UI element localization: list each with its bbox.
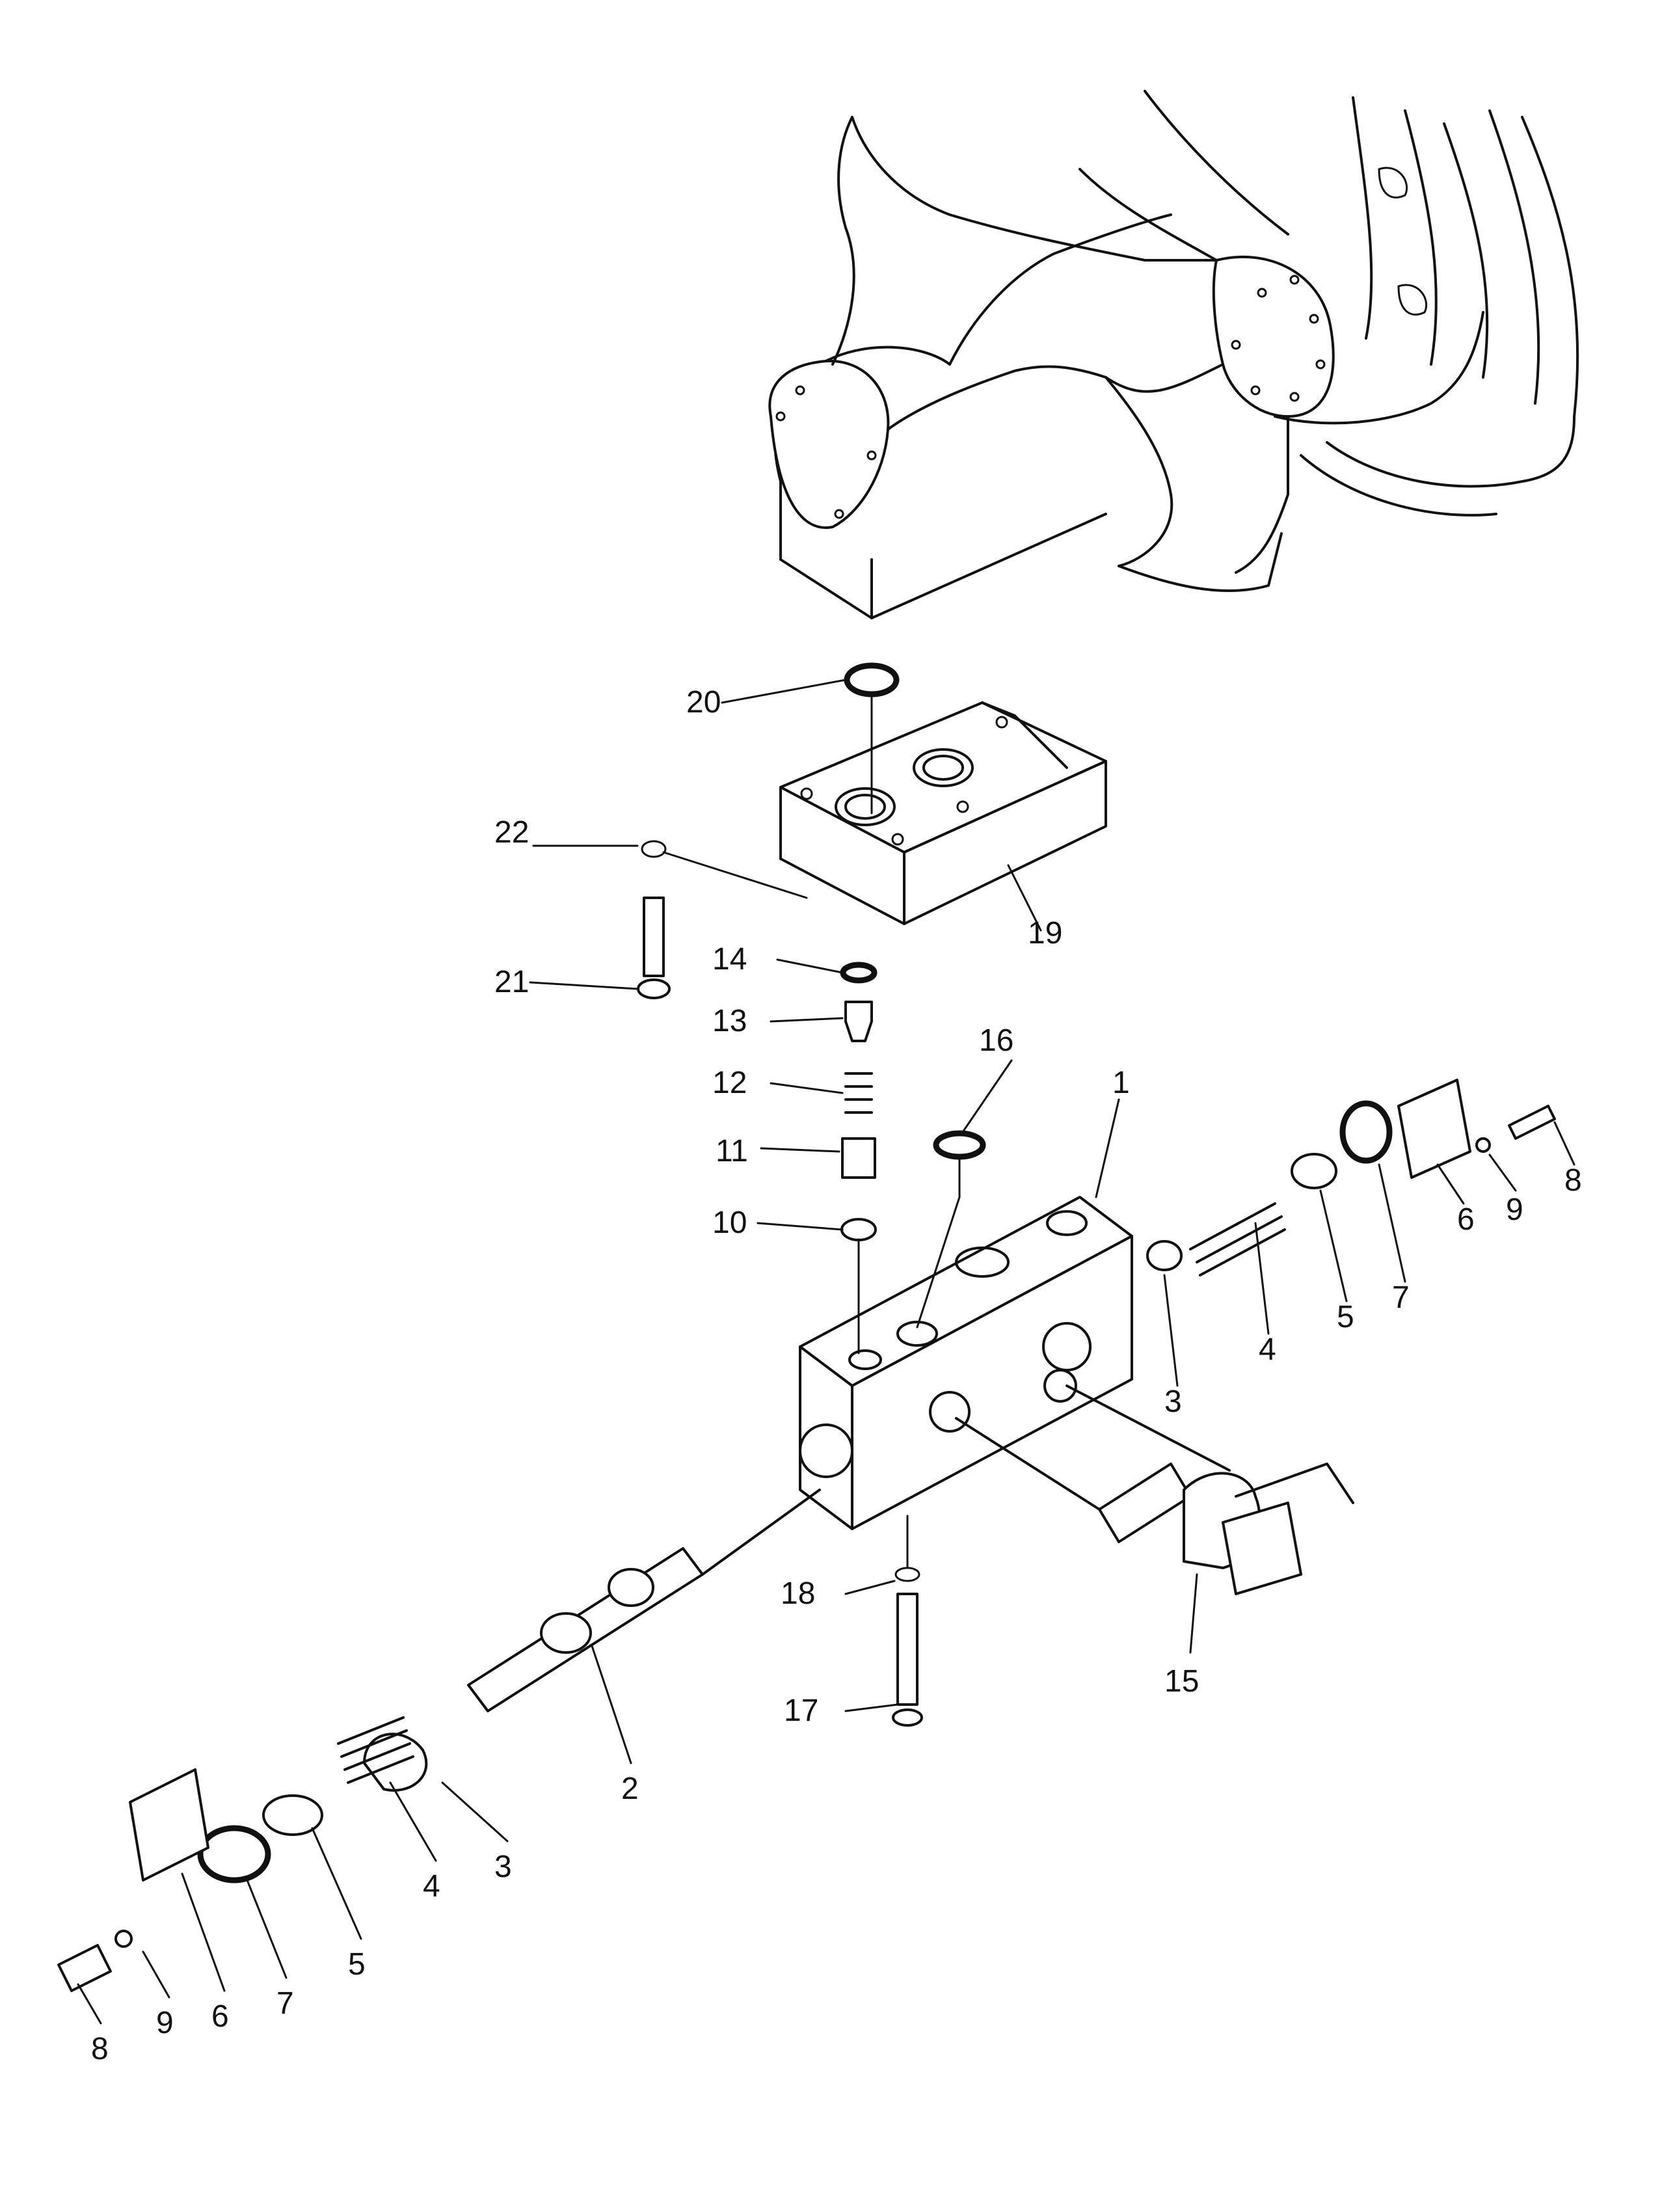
callout-8: 8: [1564, 1163, 1582, 1198]
callout-20: 20: [686, 685, 721, 720]
callout-2: 2: [621, 1772, 639, 1806]
leader-lines: [77, 679, 1575, 2025]
callout-7: 7: [1392, 1280, 1410, 1315]
part-19-cover: [779, 701, 1107, 925]
callout-labels: 1 2 3 3 4 4 5 5 6 6 7 7 8 8 9 9 10 11 12…: [91, 685, 1582, 2066]
callout-4: 4: [423, 1869, 440, 1904]
part-1-valve-body: [799, 1196, 1133, 1530]
callout-4: 4: [1259, 1332, 1276, 1367]
callout-18: 18: [781, 1576, 815, 1611]
callout-9: 9: [156, 2006, 174, 2040]
callout-13: 13: [712, 1004, 747, 1038]
spool-assembly-right: [1146, 1079, 1556, 1276]
callout-8: 8: [91, 2032, 109, 2066]
callout-14: 14: [712, 942, 747, 977]
callout-5: 5: [348, 1947, 366, 1982]
callout-1: 1: [1112, 1066, 1130, 1100]
callout-11: 11: [716, 1134, 748, 1168]
spool-assembly-left: [57, 1489, 821, 1992]
callout-5: 5: [1337, 1300, 1354, 1334]
callout-12: 12: [712, 1066, 747, 1100]
callout-16: 16: [979, 1023, 1013, 1058]
callout-15: 15: [1164, 1664, 1199, 1699]
callout-6: 6: [211, 1999, 229, 2034]
callout-19: 19: [1028, 916, 1062, 951]
transmission-housing: [768, 90, 1579, 619]
callout-6: 6: [1457, 1202, 1475, 1237]
stacked-parts-center: [637, 662, 986, 1727]
part-15-solenoid: [955, 1384, 1354, 1595]
callout-3: 3: [494, 1850, 512, 1884]
callout-17: 17: [784, 1693, 818, 1728]
callout-3: 3: [1164, 1384, 1182, 1419]
callout-21: 21: [494, 965, 529, 999]
callout-7: 7: [276, 1986, 294, 2021]
callout-10: 10: [712, 1206, 747, 1240]
callout-9: 9: [1506, 1193, 1523, 1227]
callout-22: 22: [494, 815, 529, 850]
